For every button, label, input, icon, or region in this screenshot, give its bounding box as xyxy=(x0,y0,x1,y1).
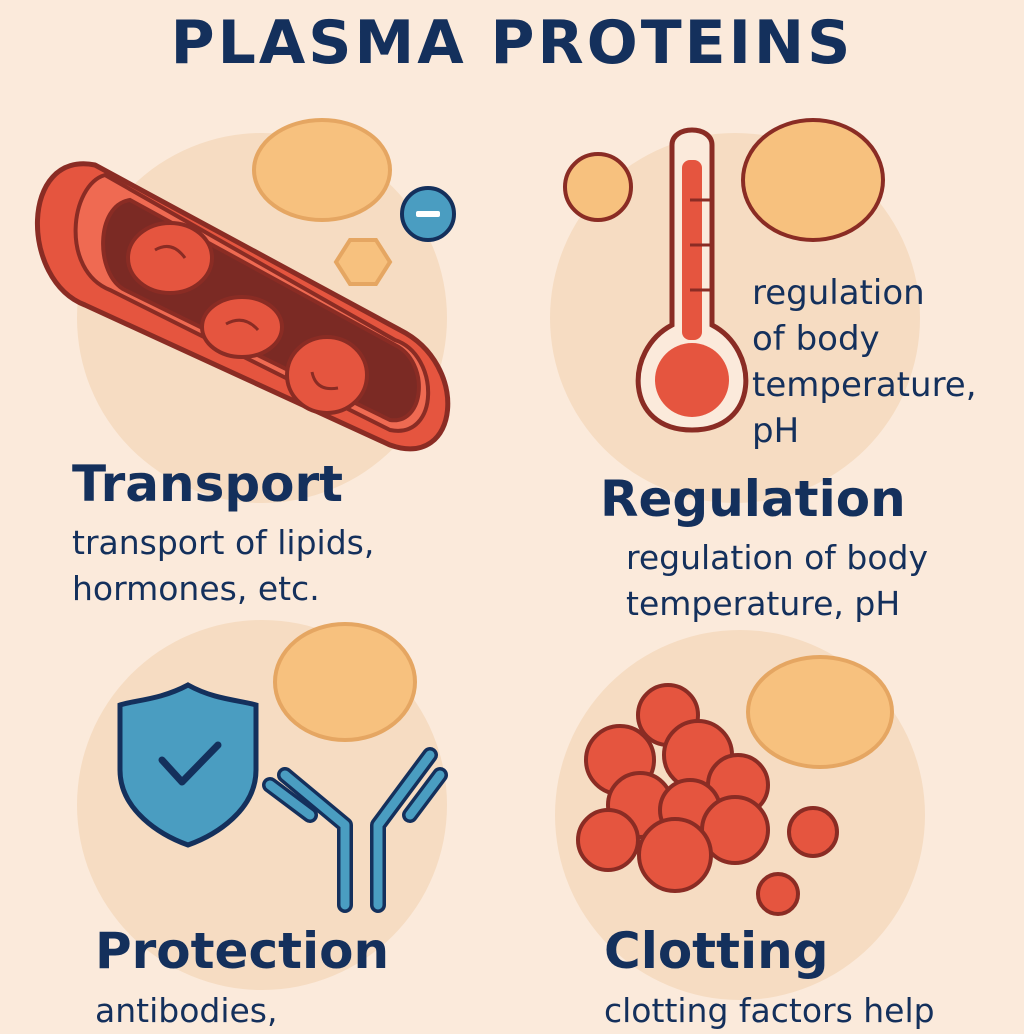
regulation-description: regulation of body temperature, pH xyxy=(626,535,928,627)
page-title: PLASMA PROTEINS xyxy=(170,8,854,78)
antibody-icon xyxy=(262,747,448,913)
protein-blob-icon xyxy=(746,655,894,769)
red-blood-cell-icon xyxy=(285,335,369,415)
transport-description: transport of lipids, hormones, etc. xyxy=(72,520,374,612)
clot-cluster-icon xyxy=(576,683,770,893)
clotting-description: clotting factors help xyxy=(604,988,935,1034)
protein-blob-icon xyxy=(252,118,392,222)
clotting-desc-line: clotting factors help xyxy=(604,991,935,1030)
regulation-desc-line: temperature, pH xyxy=(626,584,901,623)
protein-blob-icon xyxy=(273,622,417,742)
regulation-side-line: of body xyxy=(752,319,880,359)
hexagon-molecule-icon xyxy=(333,238,393,286)
transport-desc-line: hormones, etc. xyxy=(72,569,320,608)
molecule-dot-icon xyxy=(563,152,633,222)
platelet-icon xyxy=(756,872,800,916)
red-blood-cell-icon xyxy=(200,295,284,359)
regulation-side-line: regulation xyxy=(752,273,925,313)
regulation-side-line: temperature, xyxy=(752,365,977,405)
regulation-desc-line: regulation of body xyxy=(626,538,929,577)
thermometer-icon xyxy=(635,127,749,433)
regulation-side-note: regulation of body temperature, pH xyxy=(752,270,977,454)
transport-desc-line: transport of lipids, xyxy=(72,523,375,562)
protection-description: antibodies, xyxy=(95,988,277,1034)
clotting-heading: Clotting xyxy=(604,922,829,980)
protein-blob-icon xyxy=(741,118,885,242)
protection-heading: Protection xyxy=(95,922,390,980)
protection-desc-line: antibodies, xyxy=(95,991,278,1030)
red-blood-cell-icon xyxy=(126,221,214,295)
negative-ion-icon xyxy=(400,186,456,242)
platelet-icon xyxy=(787,806,839,858)
shield-check-icon xyxy=(117,682,259,848)
regulation-side-line: pH xyxy=(752,411,800,451)
transport-heading: Transport xyxy=(72,455,344,513)
regulation-heading: Regulation xyxy=(600,470,906,528)
